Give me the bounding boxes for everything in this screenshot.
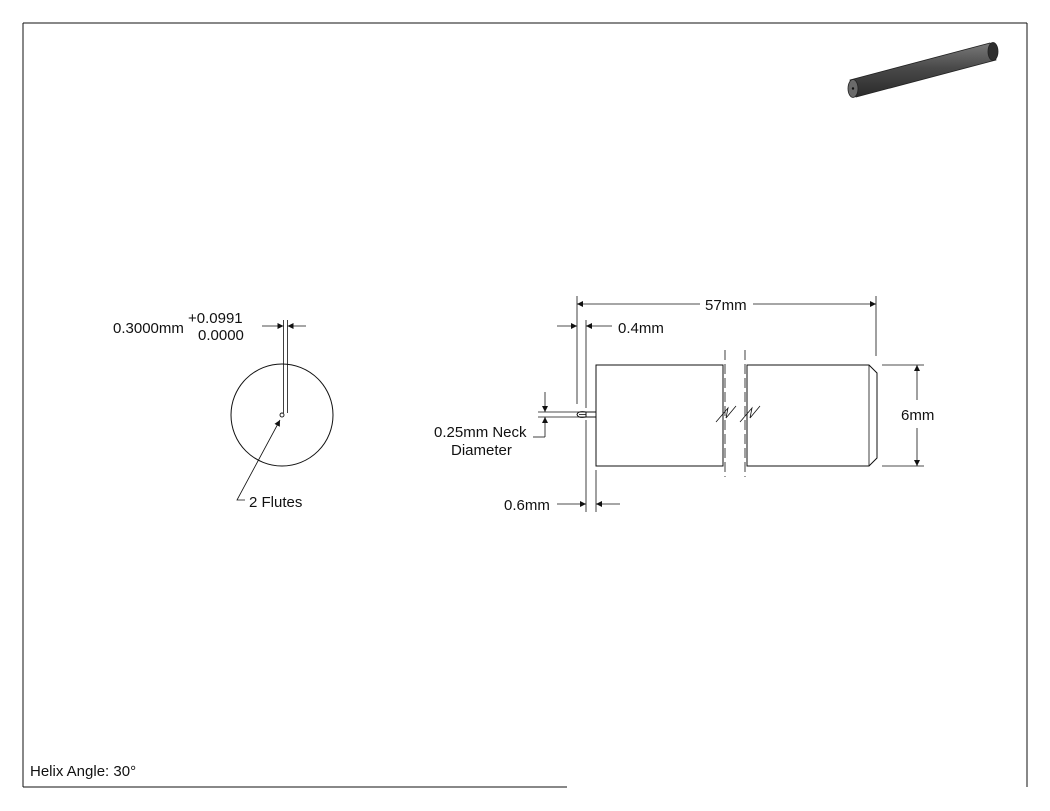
sheet-border (22, 22, 1028, 788)
neck-diameter-label-line1: 0.25mm Neck (434, 424, 527, 441)
end-view: 0.3000mm +0.0991 0.0000 2 Flutes (113, 310, 334, 511)
break-symbol (715, 350, 761, 477)
overall-length-label: 57mm (705, 297, 747, 314)
tip-length-label: 0.6mm (504, 497, 550, 514)
tip-point (279, 412, 285, 418)
end-diameter-label: 0.3000mm (113, 320, 184, 337)
tool-tip (576, 411, 597, 418)
side-view: 57mm 0.4mm 0.25mm Neck Diameter 0.6mm 6m… (434, 296, 934, 514)
end-tolerance-upper: +0.0991 (188, 310, 243, 327)
flutes-label: 2 Flutes (249, 494, 302, 511)
helix-angle-note: Helix Angle: 30° (30, 763, 136, 780)
shank-right-segment (746, 364, 878, 467)
end-tolerance-lower: 0.0000 (198, 327, 244, 344)
isometric-rod-preview (847, 42, 999, 98)
shank-left-segment (595, 364, 724, 467)
neck-diameter-label-line2: Diameter (451, 442, 512, 459)
neck-length-label: 0.4mm (618, 320, 664, 337)
shank-diameter-label: 6mm (901, 407, 934, 424)
